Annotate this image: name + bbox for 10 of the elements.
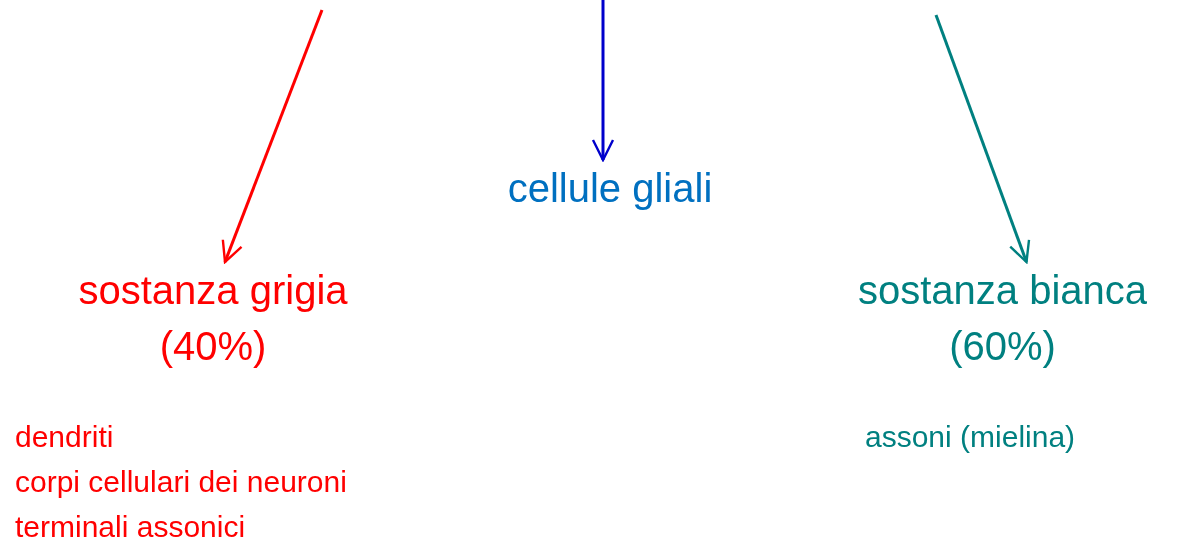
arrow — [934, 14, 1031, 264]
node-label: sostanza grigia (40%) — [30, 262, 396, 374]
node-label: sostanza bianca (60%) — [810, 262, 1180, 374]
note-text: dendriti — [15, 419, 114, 455]
node-label: cellule gliali — [470, 160, 750, 216]
arrow — [221, 9, 324, 264]
arrow — [591, 0, 615, 162]
note-text: assoni (mielina) — [865, 419, 1076, 455]
note-text: terminali assonici — [15, 509, 246, 544]
note-text: corpi cellulari dei neuroni — [15, 464, 347, 500]
